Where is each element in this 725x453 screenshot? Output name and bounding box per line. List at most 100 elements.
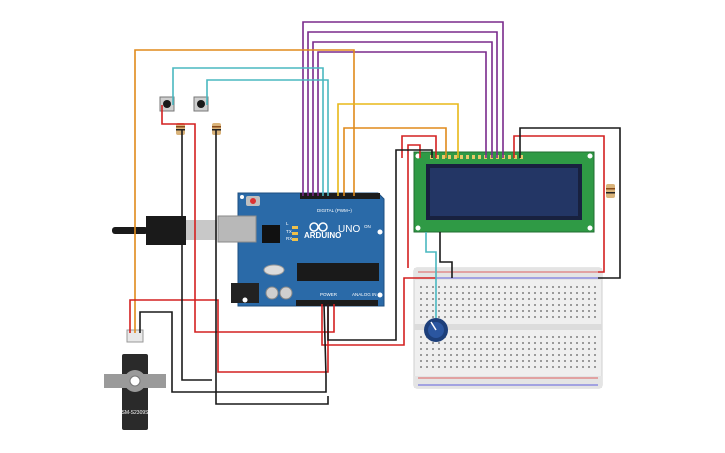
breadboard-hole (456, 298, 458, 300)
breadboard-hole (450, 292, 452, 294)
breadboard[interactable] (413, 267, 603, 389)
breadboard-hole (510, 360, 512, 362)
breadboard-hole (462, 316, 464, 318)
breadboard-hole (444, 292, 446, 294)
breadboard-hole (462, 348, 464, 350)
breadboard-hole (558, 298, 560, 300)
breadboard-hole (570, 316, 572, 318)
breadboard-hole (486, 342, 488, 344)
breadboard-hole (504, 310, 506, 312)
l-led-label: L (286, 221, 289, 226)
breadboard-hole (552, 286, 554, 288)
lcd-pin[interactable] (520, 155, 523, 159)
breadboard-hole (570, 366, 572, 368)
lcd-pin[interactable] (472, 155, 475, 159)
breadboard-hole (444, 360, 446, 362)
breadboard-hole (426, 354, 428, 356)
breadboard-hole (420, 336, 422, 338)
wire-yellow-1[interactable] (337, 103, 459, 196)
wire-red-3[interactable] (321, 277, 436, 346)
breadboard-hole (462, 286, 464, 288)
wire-purple-3[interactable] (312, 41, 493, 196)
potentiometer[interactable] (424, 318, 448, 342)
breadboard-hole (426, 342, 428, 344)
breadboard-hole (432, 298, 434, 300)
push-button-left[interactable] (159, 96, 175, 112)
breadboard-hole (450, 316, 452, 318)
push-button-right[interactable] (193, 96, 209, 112)
breadboard-hole (474, 348, 476, 350)
breadboard-hole (498, 286, 500, 288)
lcd-pin[interactable] (442, 155, 445, 159)
breadboard-hole (480, 304, 482, 306)
wire-teal-1[interactable] (172, 67, 324, 196)
wire-black-3[interactable] (215, 130, 329, 405)
lcd-pin[interactable] (514, 155, 517, 159)
wire-black-6[interactable] (439, 232, 453, 278)
breadboard-hole (522, 292, 524, 294)
breadboard-hole (426, 298, 428, 300)
lcd-pin[interactable] (508, 155, 511, 159)
lcd-pin[interactable] (454, 155, 457, 159)
wire-red-5[interactable] (513, 135, 605, 273)
breadboard-hole (456, 316, 458, 318)
breadboard-hole (432, 360, 434, 362)
wire-orange-1[interactable] (134, 49, 355, 333)
breadboard-hole (426, 292, 428, 294)
resistor-right[interactable] (212, 123, 221, 135)
breadboard-hole (474, 342, 476, 344)
lcd-pin[interactable] (466, 155, 469, 159)
wire-purple-1[interactable] (302, 21, 504, 196)
breadboard-hole (504, 336, 506, 338)
breadboard-hole (588, 366, 590, 368)
lcd-pin[interactable] (448, 155, 451, 159)
breadboard-hole (558, 348, 560, 350)
wire-black-1[interactable] (139, 303, 327, 393)
wire-teal-2[interactable] (206, 79, 329, 196)
arduino-board[interactable]: ARDUINO UNO DIGITAL (PWM~) POWER ANALOG … (217, 192, 385, 307)
breadboard-hole (486, 286, 488, 288)
breadboard-hole (474, 354, 476, 356)
breadboard-hole (474, 304, 476, 306)
wire-purple-2[interactable] (307, 31, 498, 196)
breadboard-hole (498, 310, 500, 312)
servo-motor[interactable]: SM-S2309S (104, 329, 166, 430)
wire-red-1[interactable] (161, 105, 335, 333)
lcd-pin[interactable] (460, 155, 463, 159)
breadboard-hole (498, 316, 500, 318)
breadboard-hole (456, 360, 458, 362)
breadboard-hole (540, 292, 542, 294)
wire-red-4[interactable] (401, 135, 437, 158)
breadboard-hole (486, 336, 488, 338)
breadboard-hole (588, 360, 590, 362)
breadboard-hole (510, 304, 512, 306)
breadboard-hole (432, 310, 434, 312)
breadboard-hole (540, 354, 542, 356)
lcd-pin[interactable] (478, 155, 481, 159)
breadboard-hole (504, 316, 506, 318)
breadboard-hole (528, 286, 530, 288)
usb-cable[interactable] (112, 216, 218, 245)
breadboard-hole (498, 354, 500, 356)
resistor-lcd[interactable] (606, 184, 615, 198)
breadboard-hole (570, 354, 572, 356)
lcd-pin[interactable] (436, 155, 439, 159)
wire-red-2[interactable] (129, 299, 329, 373)
breadboard-hole (450, 298, 452, 300)
wire-black-4[interactable] (327, 149, 433, 341)
wire-black-5[interactable] (519, 127, 621, 279)
breadboard-hole (510, 354, 512, 356)
breadboard-hole (450, 366, 452, 368)
wire-black-2[interactable] (181, 130, 212, 381)
lcd-display[interactable] (413, 151, 595, 233)
wire-orange-2[interactable] (343, 127, 447, 196)
wire-teal-3[interactable] (425, 232, 437, 318)
wire-purple-4[interactable] (317, 51, 487, 196)
breadboard-hole (576, 354, 578, 356)
breadboard-hole (426, 286, 428, 288)
breadboard-hole (432, 292, 434, 294)
wire-red-6[interactable] (407, 144, 421, 268)
breadboard-hole (420, 366, 422, 368)
breadboard-hole (492, 366, 494, 368)
breadboard-hole (420, 310, 422, 312)
